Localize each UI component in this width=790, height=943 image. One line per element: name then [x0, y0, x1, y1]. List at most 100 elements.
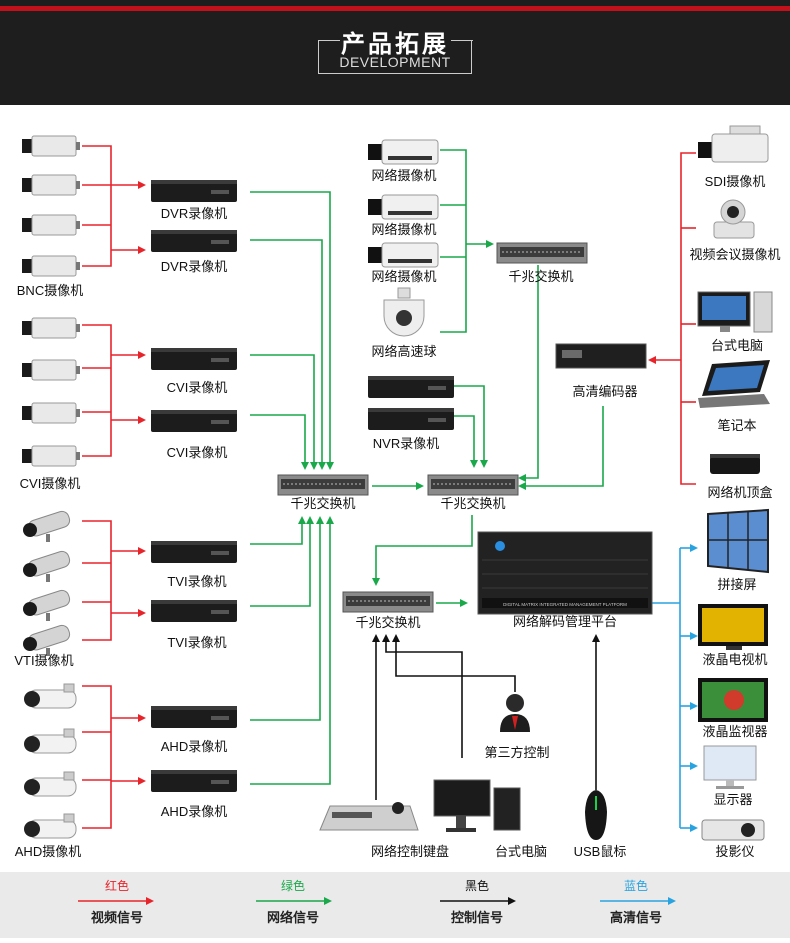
cvi-camera-icon: [21, 445, 81, 467]
control-signal-lines: [372, 634, 600, 800]
topology-diagram: DIGITAL MATRIX INTEGRATED MANAGEMENT PLA…: [14, 125, 781, 859]
usb-mouse-icon: [585, 790, 607, 840]
speed-dome-icon: [383, 287, 425, 337]
cvi-recorder-label: CVI录像机: [167, 445, 228, 460]
ahd-recorder-icon: [151, 706, 237, 728]
video-conference-camera-icon: [713, 199, 755, 239]
network-camera-icon: [367, 242, 439, 268]
laptop-label: 笔记本: [717, 418, 756, 433]
third-party-person-icon: [500, 694, 530, 732]
network-camera-icon: [367, 139, 439, 165]
network-camera-label: 网络摄像机: [371, 168, 436, 183]
vti-camera-label: VTI摄像机: [14, 653, 73, 668]
desktop-computer-icon: [697, 291, 773, 333]
nvr-recorder-label: NVR录像机: [373, 436, 439, 451]
tvi-recorder-label: TVI录像机: [167, 574, 226, 589]
gigabit-switch-icon: [342, 591, 434, 613]
legend-item-hd: 蓝色 高清信号: [600, 879, 676, 925]
gigabit-switch-label: 千兆交换机: [440, 496, 505, 511]
cvi-camera-group: [21, 317, 81, 467]
cvi-camera-icon: [21, 317, 81, 339]
legend-item-control: 黑色 控制信号: [440, 879, 516, 925]
legend-signal: 视频信号: [91, 910, 143, 925]
cvi-camera-icon: [21, 359, 81, 381]
ahd-camera-icon: [23, 728, 77, 754]
legend-bar: 红色 视频信号 绿色 网络信号 黑色 控制信号 蓝色 高清信号: [0, 872, 790, 938]
bnc-camera-icon: [21, 135, 81, 157]
network-control-keyboard-label: 网络控制键盘: [371, 844, 449, 859]
legend-color-name: 黑色: [465, 879, 489, 893]
network-camera-label: 网络摄像机: [371, 269, 436, 284]
gigabit-switch-label: 千兆交换机: [290, 496, 355, 511]
projector-icon: [701, 819, 765, 841]
dvr-recorder-icon: [151, 180, 237, 202]
header: 产品拓展 DEVELOPMENT: [0, 0, 790, 105]
legend-item-network: 绿色 网络信号: [256, 878, 332, 925]
bnc-camera-label: BNC摄像机: [17, 283, 83, 298]
header-accent-line: [0, 6, 790, 11]
title-frame-left: [318, 40, 340, 41]
tvi-recorder-icon: [151, 541, 237, 563]
ahd-recorder-icon: [151, 770, 237, 792]
gigabit-switch-icon: [277, 474, 369, 496]
desktop-computer-bottom-icon: [433, 779, 521, 832]
hd-encoder-label: 高清编码器: [572, 384, 637, 399]
network-control-keyboard-icon: [319, 802, 419, 831]
platform-label: 网络解码管理平台: [513, 614, 617, 629]
splice-screen-icon: [707, 508, 769, 574]
legend-item-video: 红色 视频信号: [78, 878, 154, 925]
legend-color-name: 红色: [105, 878, 129, 893]
speed-dome-label: 网络高速球: [371, 344, 436, 359]
title-frame-right: [451, 40, 473, 41]
ahd-camera-group: [23, 683, 77, 839]
set-top-box-label: 网络机顶盒: [707, 485, 772, 500]
gigabit-switch-icon: [427, 474, 519, 496]
projector-label: 投影仪: [715, 844, 754, 859]
cvi-camera-label: CVI摄像机: [20, 476, 81, 491]
vti-camera-icon: [22, 623, 72, 657]
cvi-recorder-icon: [151, 410, 237, 432]
bnc-camera-icon: [21, 174, 81, 196]
page-title: 产品拓展: [341, 31, 449, 58]
vti-camera-group: [22, 509, 72, 657]
dvr-recorder-label: DVR录像机: [161, 259, 227, 274]
page-subtitle: DEVELOPMENT: [339, 54, 451, 70]
bnc-camera-group: [21, 135, 81, 277]
diagram-labels: BNC摄像机 CVI摄像机 VTI摄像机 AHD摄像机 DVR录像机 DVR录像…: [14, 168, 780, 859]
vti-camera-icon: [22, 509, 72, 543]
sdi-camera-icon: [698, 125, 769, 163]
video-signal-lines: [82, 145, 696, 829]
ahd-recorder-label: AHD录像机: [161, 804, 227, 819]
lcd-monitor-label: 液晶监视器: [702, 724, 767, 739]
usb-mouse-label: USB鼠标: [574, 844, 627, 859]
ahd-camera-label: AHD摄像机: [15, 844, 81, 859]
lcd-monitor-icon: [698, 678, 768, 722]
legend-signal: 高清信号: [610, 910, 662, 925]
cvi-camera-icon: [21, 402, 81, 424]
network-camera-icon: [367, 194, 439, 220]
legend-signal: 网络信号: [267, 910, 319, 925]
tvi-recorder-label: TVI录像机: [167, 635, 226, 650]
display-monitor-icon: [703, 745, 757, 789]
laptop-icon: [698, 360, 770, 408]
tvi-recorder-icon: [151, 600, 237, 622]
legend-color-name: 绿色: [281, 878, 305, 893]
desktop-computer-label: 台式电脑: [711, 338, 763, 353]
legend: 红色 视频信号 绿色 网络信号 黑色 控制信号 蓝色 高清信号: [78, 878, 676, 925]
third-party-control-label: 第三方控制: [484, 745, 549, 760]
network-signal-lines: [250, 149, 604, 785]
sdi-camera-label: SDI摄像机: [705, 174, 766, 189]
cvi-recorder-label: CVI录像机: [167, 380, 228, 395]
display-monitor-label: 显示器: [713, 792, 752, 807]
nvr-recorder-icon: [368, 408, 454, 430]
ahd-camera-icon: [23, 771, 77, 797]
bnc-camera-icon: [21, 255, 81, 277]
gigabit-switch-label: 千兆交换机: [508, 269, 573, 284]
lcd-tv-label: 液晶电视机: [702, 652, 767, 667]
nvr-recorder-icon: [368, 376, 454, 398]
decoding-platform-icon: DIGITAL MATRIX INTEGRATED MANAGEMENT PLA…: [477, 531, 653, 615]
gigabit-switch-icon: [496, 242, 588, 264]
gigabit-switch-label: 千兆交换机: [355, 615, 420, 630]
set-top-box-icon: [710, 454, 760, 474]
bnc-camera-icon: [21, 214, 81, 236]
